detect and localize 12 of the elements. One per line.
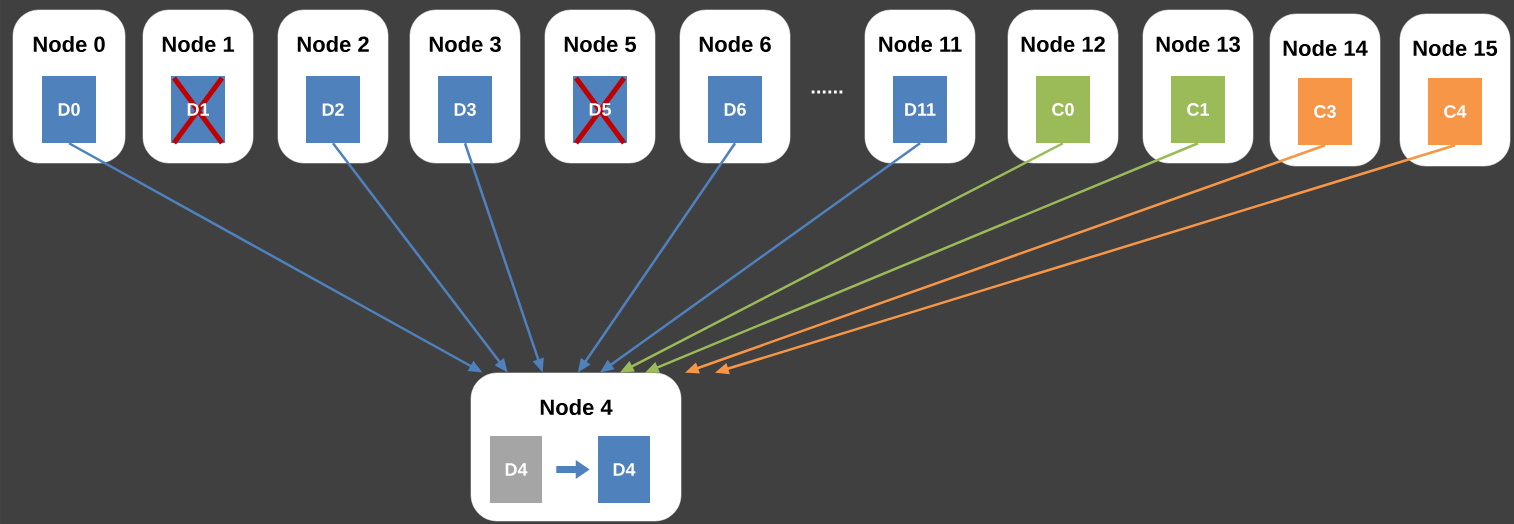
data-block: C0 [1036,76,1090,143]
data-block: D11 [893,76,947,143]
data-block: C1 [1171,76,1225,143]
ellipsis-text: ...... [811,90,843,94]
data-block: D2 [306,76,360,143]
data-block: D4 [598,436,650,503]
data-block: D0 [42,76,96,143]
data-block: D4 [490,436,542,503]
data-block: C4 [1428,78,1482,145]
data-block: D6 [708,76,762,143]
data-block: D3 [438,76,492,143]
data-block: C3 [1298,78,1352,145]
